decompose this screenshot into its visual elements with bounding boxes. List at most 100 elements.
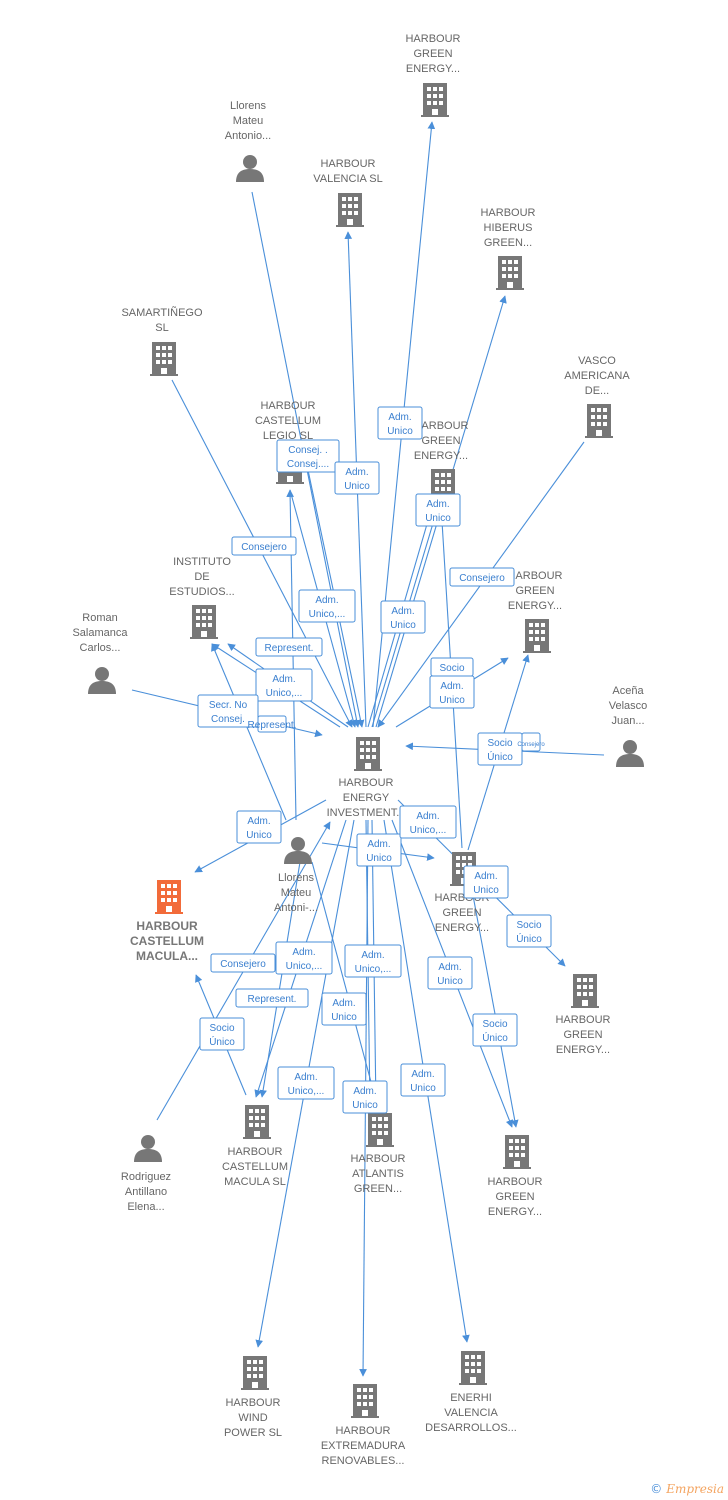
edge-label[interactable]: Adm.Unico — [463, 865, 509, 899]
edge-line — [211, 643, 287, 821]
svg-text:Represent.: Represent. — [248, 994, 297, 1005]
edge-label[interactable]: Adm.Unico — [356, 833, 402, 867]
svg-text:Represent.: Represent. — [265, 643, 314, 654]
edge-label[interactable]: Adm.Unico — [377, 406, 423, 440]
edge-label[interactable]: Consejero — [449, 567, 515, 587]
edge-label[interactable]: Adm.Unico — [342, 1080, 388, 1114]
edge-label[interactable]: Consejero — [517, 732, 545, 752]
footer-brand: ©Empresia — [650, 1482, 724, 1496]
edge-label[interactable]: Consejero — [231, 536, 297, 556]
edge-line — [311, 861, 380, 1109]
edge-label[interactable]: Adm.Unico — [236, 810, 282, 844]
edge-label[interactable]: Adm.Unico — [427, 956, 473, 990]
edge-label[interactable]: Adm.Unico,... — [344, 944, 402, 978]
edge-line — [471, 889, 519, 1128]
edge-label[interactable]: Represent. — [248, 715, 297, 733]
svg-text:Adm.Unico: Adm.Unico — [437, 962, 463, 987]
svg-text:Adm.Unico: Adm.Unico — [425, 499, 451, 524]
edge-label[interactable]: Adm.Unico,... — [399, 805, 457, 839]
svg-text:Consejero: Consejero — [517, 742, 545, 748]
svg-text:Represent.: Represent. — [248, 720, 297, 731]
edge-label[interactable]: Adm.Unico — [429, 675, 475, 709]
edge-label[interactable]: Adm.Unico,... — [298, 589, 356, 623]
svg-text:Adm.Unico: Adm.Unico — [246, 816, 272, 841]
edge-label[interactable]: Adm.Unico — [415, 493, 461, 527]
svg-text:Consejero: Consejero — [459, 573, 505, 584]
edge-label[interactable]: Adm.Unico,... — [255, 668, 313, 702]
copyright-icon: © — [650, 1482, 663, 1496]
svg-text:Consejero: Consejero — [220, 959, 266, 970]
edge-label[interactable]: Consejero — [210, 953, 276, 973]
edge-label[interactable]: Adm.Unico — [321, 992, 367, 1026]
svg-text:Adm.Unico: Adm.Unico — [390, 606, 416, 631]
svg-text:Adm.Unico: Adm.Unico — [410, 1069, 436, 1094]
svg-text:Adm.Unico,...: Adm.Unico,... — [288, 1072, 325, 1097]
edge-label[interactable]: Socio — [430, 657, 474, 677]
edge-label[interactable]: Adm.Unico,... — [275, 941, 333, 975]
edge-label[interactable]: Represent. — [255, 637, 323, 657]
edge-label[interactable]: Represent. — [235, 988, 309, 1008]
svg-text:Adm.Unico: Adm.Unico — [387, 412, 413, 437]
edge-label[interactable]: Adm.Unico — [380, 600, 426, 634]
svg-text:Adm.Unico: Adm.Unico — [473, 871, 499, 896]
edge-label[interactable]: Consej. .Consej.... — [276, 439, 340, 473]
edge-label[interactable]: Adm.Unico — [400, 1063, 446, 1097]
svg-text:Adm.Unico: Adm.Unico — [439, 681, 465, 706]
edge-label[interactable]: Adm.Unico,... — [277, 1066, 335, 1100]
edge-label[interactable]: Adm.Unico — [334, 461, 380, 495]
